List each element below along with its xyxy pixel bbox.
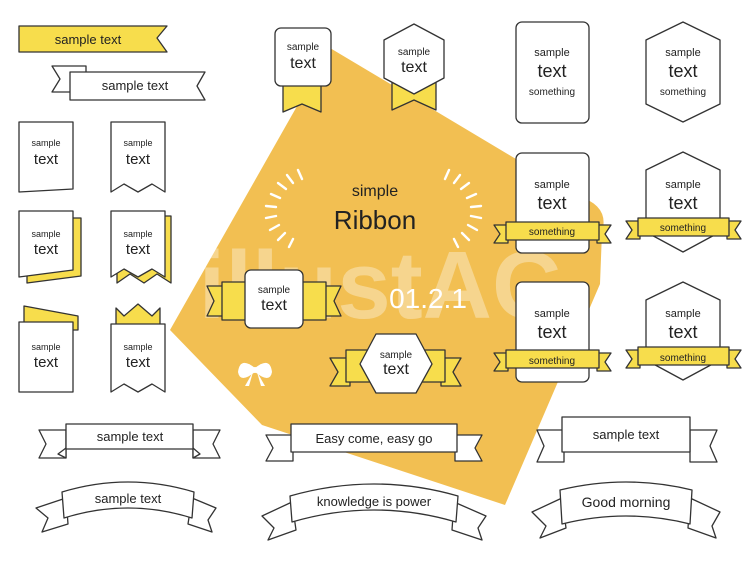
tag-notched-yellow-shadow: sample text: [110, 210, 172, 284]
folded-banner-white: sample text: [51, 65, 206, 101]
svg-text:text: text: [537, 322, 566, 342]
svg-text:text: text: [261, 297, 287, 314]
curved-ribbon-sample: sample text: [35, 481, 217, 533]
svg-text:sample text: sample text: [102, 78, 169, 93]
hexagon-tag-yellow-ribbon: sample text: [329, 333, 462, 394]
title-simple: simple: [352, 183, 398, 200]
flag-banner-yellow: sample text: [18, 25, 168, 53]
svg-text:something: something: [660, 223, 706, 234]
svg-text:sample: sample: [123, 229, 152, 239]
tag-slanted: sample text: [18, 121, 74, 193]
svg-text:text: text: [537, 61, 566, 81]
svg-text:sample text: sample text: [593, 427, 660, 442]
svg-text:Good morning: Good morning: [582, 494, 671, 510]
square-tag-yellow-ribbon: sample text: [206, 269, 342, 329]
svg-text:sample: sample: [123, 138, 152, 148]
card-rounded-ribbon-2: sample text something: [493, 281, 612, 383]
svg-text:text: text: [537, 193, 566, 213]
svg-text:sample: sample: [665, 308, 700, 320]
card-hexagon-something: sample text something: [645, 21, 721, 123]
svg-text:something: something: [529, 87, 575, 98]
svg-text:text: text: [668, 322, 697, 342]
title-ribbon: Ribbon: [334, 205, 416, 235]
straight-ribbon-sample-right: sample text: [536, 416, 718, 463]
svg-text:sample: sample: [31, 342, 60, 352]
backdrop-shape: [170, 48, 604, 505]
svg-text:sample text: sample text: [97, 429, 164, 444]
card-hexagon-ribbon-2: sample text something: [625, 281, 742, 381]
svg-text:something: something: [660, 87, 706, 98]
svg-text:text: text: [34, 354, 59, 371]
svg-text:text: text: [668, 61, 697, 81]
svg-text:sample: sample: [31, 138, 60, 148]
svg-text:text: text: [34, 151, 59, 168]
svg-text:text: text: [126, 354, 151, 371]
svg-text:sample: sample: [398, 47, 431, 58]
svg-text:sample: sample: [665, 47, 700, 59]
svg-text:sample text: sample text: [95, 491, 162, 506]
svg-text:sample text: sample text: [55, 32, 122, 47]
svg-text:sample: sample: [380, 350, 413, 361]
straight-ribbon-easy-come: Easy come, easy go: [265, 423, 483, 462]
code-label: 01.2.1: [389, 283, 467, 314]
svg-text:sample: sample: [258, 285, 291, 296]
svg-text:something: something: [529, 356, 575, 367]
hexagon-tag-ribbon: sample text: [383, 23, 445, 111]
svg-text:sample: sample: [287, 42, 320, 53]
card-rounded-ribbon-1: sample text something: [493, 152, 612, 254]
svg-text:text: text: [290, 55, 316, 72]
svg-text:sample: sample: [31, 229, 60, 239]
svg-text:text: text: [668, 193, 697, 213]
svg-text:something: something: [660, 353, 706, 364]
tag-slanted-yellow-shadow: sample text: [18, 210, 82, 284]
card-hexagon-ribbon-1: sample text something: [625, 151, 742, 253]
title-rays-right: [443, 168, 483, 249]
svg-text:text: text: [34, 241, 59, 258]
curved-ribbon-good-morning: Good morning: [531, 481, 721, 539]
card-rounded-something: sample text something: [515, 21, 590, 124]
title-rays-left: [264, 168, 304, 249]
svg-text:sample: sample: [534, 179, 569, 191]
svg-text:sample: sample: [665, 179, 700, 191]
tag-folded-yellow-top: sample text: [18, 305, 79, 393]
svg-text:text: text: [401, 59, 427, 76]
svg-text:text: text: [126, 241, 151, 258]
rounded-tag-ribbon: sample text: [274, 27, 332, 113]
svg-text:Easy come, easy go: Easy come, easy go: [315, 431, 432, 446]
tag-notched-yellow-top: sample text: [110, 303, 166, 393]
svg-text:knowledge is power: knowledge is power: [317, 494, 432, 509]
svg-text:sample: sample: [534, 47, 569, 59]
svg-text:sample: sample: [534, 308, 569, 320]
svg-text:text: text: [126, 151, 151, 168]
straight-ribbon-sample: sample text: [38, 423, 221, 459]
svg-text:sample: sample: [123, 342, 152, 352]
svg-text:something: something: [529, 227, 575, 238]
svg-text:text: text: [383, 361, 409, 378]
curved-ribbon-knowledge: knowledge is power: [261, 483, 487, 541]
bow-icon: [238, 362, 272, 386]
tag-notched: sample text: [110, 121, 166, 193]
